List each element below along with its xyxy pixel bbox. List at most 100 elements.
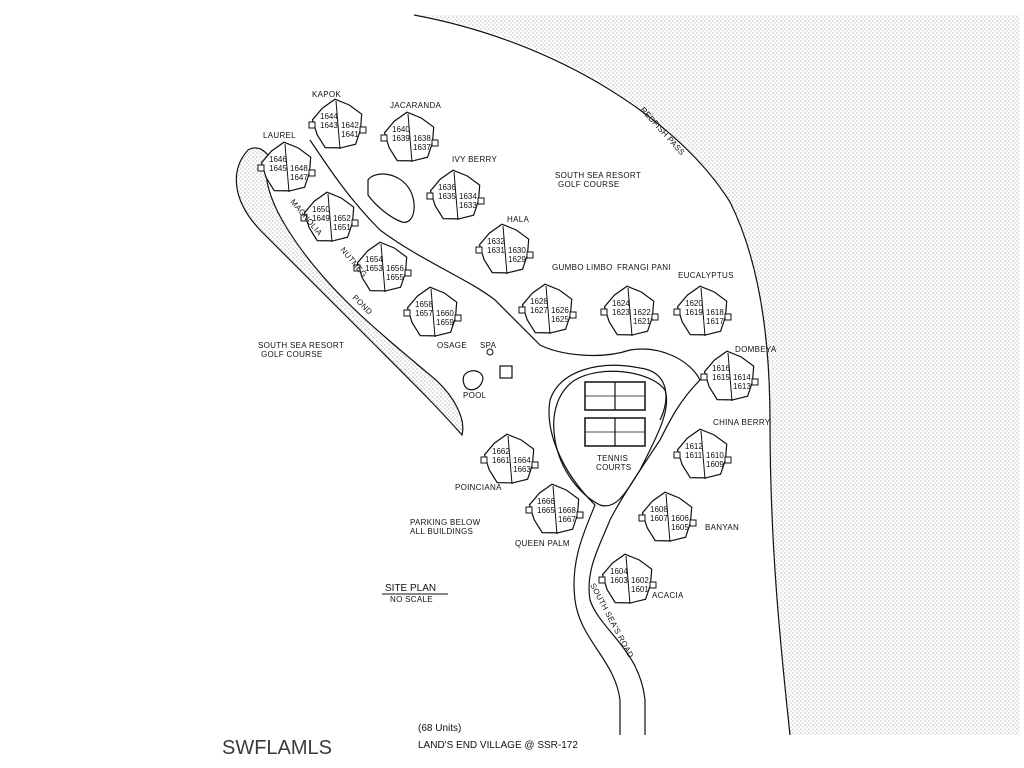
deck-square: [257, 164, 265, 172]
unit-number: 1608: [650, 505, 668, 514]
redfish-pass-water: [420, 15, 1020, 735]
unit-number: 1647: [290, 173, 308, 182]
unit-number: 1601: [631, 585, 649, 594]
deck-square: [569, 311, 577, 319]
unit-number: 1616: [712, 364, 730, 373]
tennis-label-b: COURTS: [596, 463, 631, 472]
building-outline: [303, 191, 355, 242]
golf-course-label-2b: GOLF COURSE: [261, 350, 323, 359]
unit-number: 1654: [365, 255, 383, 264]
unit-number: 1604: [610, 567, 628, 576]
building-divider: [700, 287, 706, 337]
deck-square: [526, 251, 534, 259]
unit-number: 1636: [438, 183, 456, 192]
building-name: JACARANDA: [390, 101, 442, 110]
unit-number: 1609: [706, 460, 724, 469]
building-outline: [641, 491, 693, 542]
building-outline: [601, 553, 653, 604]
unit-number: 1653: [365, 264, 383, 273]
building-name: GUMBO LIMBO: [552, 263, 613, 272]
deck-square: [651, 313, 659, 321]
deck-square: [359, 126, 367, 134]
building-outline: [603, 285, 655, 336]
unit-number: 1643: [320, 121, 338, 130]
building-name: LAUREL: [263, 131, 296, 140]
parking-label-a: PARKING BELOW: [410, 518, 481, 527]
unit-number: 1624: [612, 299, 630, 308]
unit-number: 1659: [436, 318, 454, 327]
unit-number: 1633: [459, 201, 477, 210]
building-outline: [260, 141, 312, 192]
unit-number: 1638: [413, 134, 431, 143]
no-scale-label: NO SCALE: [390, 595, 433, 604]
deck-square: [454, 314, 462, 322]
deck-square: [518, 306, 526, 314]
building-name: OSAGE: [437, 341, 467, 350]
unit-number: 1645: [269, 164, 287, 173]
deck-square: [300, 214, 308, 222]
deck-square: [600, 308, 608, 316]
pond: [235, 147, 464, 437]
unit-number: 1631: [487, 246, 505, 255]
unit-number: 1606: [671, 514, 689, 523]
building-outline: [521, 283, 573, 334]
deck-square: [426, 192, 434, 200]
unit-number: 1642: [341, 121, 359, 130]
golf-course-label-2a: SOUTH SEA RESORT: [258, 341, 344, 350]
building-divider: [552, 485, 558, 535]
building-name: QUEEN PALM: [515, 539, 570, 548]
unit-number: 1615: [712, 373, 730, 382]
deck-square: [308, 169, 316, 177]
unit-number: 1648: [290, 164, 308, 173]
building-outline: [676, 428, 728, 479]
unit-number: 1657: [415, 309, 433, 318]
deck-square: [531, 461, 539, 469]
building-name: POINCIANA: [455, 483, 502, 492]
building-name: BANYAN: [705, 523, 739, 532]
deck-square: [638, 514, 646, 522]
unit-number: 1640: [392, 125, 410, 134]
deck-square: [751, 378, 759, 386]
building-divider: [502, 225, 508, 275]
building-name: ACACIA: [652, 591, 684, 600]
pool-icon: [462, 370, 484, 391]
unit-number: 1641: [341, 130, 359, 139]
site-plan-title: SITE PLAN: [385, 583, 436, 594]
unit-number: 1623: [612, 308, 630, 317]
unit-number: 1663: [513, 465, 531, 474]
deck-square: [689, 519, 697, 527]
unit-number: 1614: [733, 373, 751, 382]
golf-course-label-1b: GOLF COURSE: [558, 180, 620, 189]
unit-number: 1629: [508, 255, 526, 264]
building-outline: [429, 169, 481, 220]
deck-square: [724, 456, 732, 464]
unit-number: 1660: [436, 309, 454, 318]
unit-number: 1655: [386, 273, 404, 282]
unit-number: 1656: [386, 264, 404, 273]
unit-number: 1618: [706, 308, 724, 317]
tennis-label-a: TENNIS: [597, 454, 628, 463]
building-name: CHINA BERRY: [713, 418, 771, 427]
deck-square: [598, 576, 606, 584]
deck-square: [308, 121, 316, 129]
unit-number: 1607: [650, 514, 668, 523]
deck-square: [477, 197, 485, 205]
unit-number: 1639: [392, 134, 410, 143]
unit-number: 1603: [610, 576, 628, 585]
parking-label-b: ALL BUILDINGS: [410, 527, 473, 536]
unit-number: 1668: [558, 506, 576, 515]
building-divider: [335, 100, 341, 150]
unit-number: 1634: [459, 192, 477, 201]
unit-number: 1612: [685, 442, 703, 451]
pool-label: POOL: [463, 391, 487, 400]
unit-number: 1649: [312, 214, 330, 223]
deck-square: [353, 264, 361, 272]
deck-square: [724, 313, 732, 321]
